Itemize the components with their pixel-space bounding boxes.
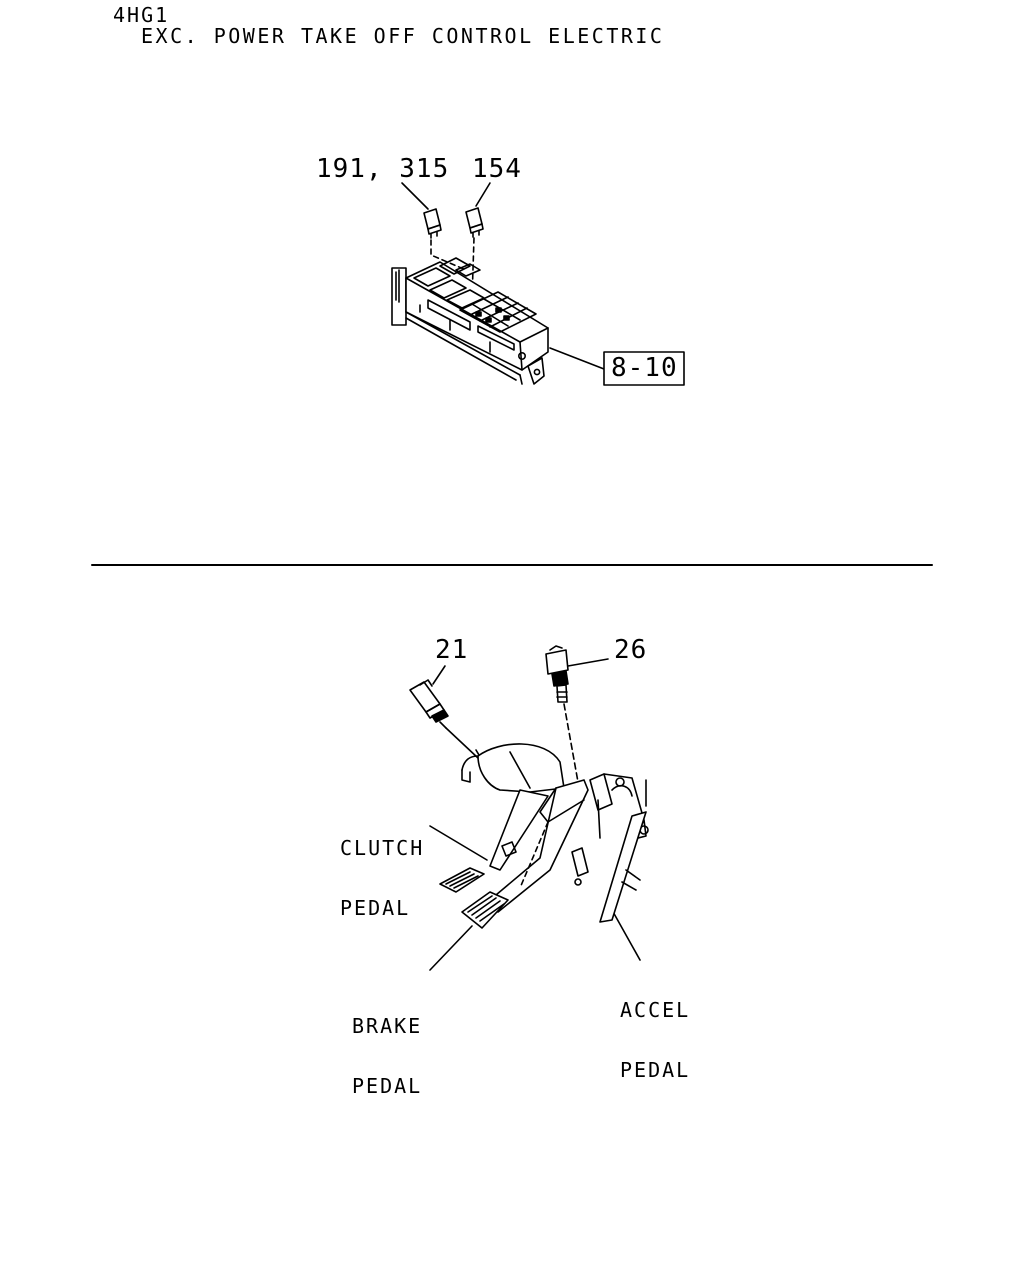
relay-154-icon[interactable] [466,208,483,237]
clutch-label-line-1: CLUTCH [340,836,425,860]
callout-154[interactable]: 154 [472,154,522,184]
switch-21-icon[interactable] [410,680,448,728]
brake-label-line-2: PEDAL [352,1074,423,1098]
callout-26[interactable]: 26 [614,635,648,665]
accel-pedal-label: ACCEL PEDAL [620,960,690,1100]
switch-26-icon[interactable] [546,646,568,702]
fuse-box-icon [392,258,548,384]
reference-label-8-10[interactable]: 8-10 [611,353,678,383]
accel-label-line-1: ACCEL [620,998,691,1022]
clutch-pedal-label: CLUTCH PEDAL [340,798,424,938]
reference-box-8-10[interactable] [604,352,684,385]
relay-191-315-icon[interactable] [424,209,441,238]
clutch-label-line-2: PEDAL [340,896,411,920]
accel-label-line-2: PEDAL [620,1058,691,1082]
brake-pedal-label: BRAKE PEDAL [352,976,422,1116]
section-description: EXC. POWER TAKE OFF CONTROL ELECTRIC [141,24,665,48]
callout-21[interactable]: 21 [435,635,469,665]
callout-191-315[interactable]: 191, 315 [316,154,450,184]
pedal-assembly-icon [440,744,648,928]
leader-lines-upper [402,183,604,369]
model-code: 4HG1 [113,3,170,27]
brake-label-line-1: BRAKE [352,1014,423,1038]
